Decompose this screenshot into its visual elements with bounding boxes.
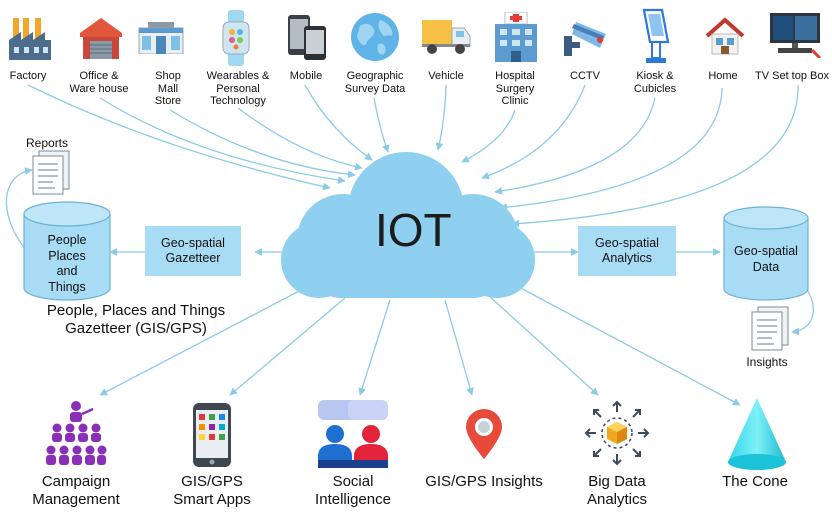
connector-out-cone [514, 284, 741, 406]
mobile-phones-icon [288, 15, 326, 60]
campaign-people-icon [46, 401, 107, 465]
smartwatch-icon [222, 10, 250, 66]
output-label-social: Social Intelligence [315, 473, 391, 508]
connector-out-gisinsights [444, 299, 474, 396]
connector-out-bigdata [487, 294, 599, 396]
cone-icon [728, 398, 786, 470]
source-label-warehouse: Office & Ware house [69, 70, 129, 95]
connector-wearables [237, 107, 363, 171]
connector-kiosk [494, 97, 656, 195]
shopping-mall-icon [138, 22, 184, 54]
geo-spatial-analytics-box: Geo-spatial Analytics [578, 226, 676, 276]
cctv-camera-icon [564, 22, 606, 56]
connector-factory [27, 84, 331, 191]
house-icon [705, 17, 745, 55]
source-label-mall: Shop Mall Store [154, 70, 182, 107]
output-label-big-data: Big Data Analytics [586, 473, 648, 508]
geo-spatial-database-icon [723, 206, 809, 301]
social-chat-people-icon [318, 400, 388, 468]
connector-survey [373, 97, 390, 153]
connector-db-reports [5, 167, 33, 251]
source-label-survey: Geographic Survey Data [344, 70, 406, 95]
globe-icon [351, 13, 399, 61]
analytics-box-label: Geo-spatial Analytics [595, 236, 659, 265]
gazetteer-caption: People, Places and Things Gazetteer (GIS… [46, 302, 226, 337]
connector-tv [511, 84, 799, 228]
output-label-gis-insights: GIS/GPS Insights [425, 473, 543, 490]
connector-hospital [461, 109, 516, 163]
people-places-database-icon [23, 201, 111, 301]
connector-vehicle [435, 84, 447, 151]
connector-out-social [358, 299, 391, 396]
insights-label: Insights [746, 355, 788, 369]
output-label-cone: The Cone [722, 473, 788, 490]
source-label-home: Home [708, 70, 738, 82]
reports-label: Reports [26, 136, 69, 150]
connector-warehouse [99, 97, 346, 184]
map-pin-icon [466, 409, 502, 459]
output-label-smart-apps: GIS/GPS Smart Apps [173, 473, 251, 508]
data-cube-icon [584, 400, 650, 466]
people-places-db-label: People Places and Things [47, 233, 87, 294]
output-label-campaign: Campaign Management [32, 473, 120, 508]
source-label-tv: TV Set top Box [755, 70, 829, 82]
source-label-wearables: Wearables & Personal Technology [206, 70, 270, 107]
source-label-hospital: Hospital Surgery Clinic [495, 70, 535, 107]
connector-out-apps [229, 297, 346, 396]
connector-mobile [304, 84, 373, 161]
factory-icon [9, 18, 51, 60]
connector-out-campaign [99, 287, 306, 396]
warehouse-icon [80, 18, 122, 59]
truck-icon [422, 20, 471, 54]
kiosk-icon [642, 8, 670, 63]
connector-home [499, 87, 723, 212]
geo-spatial-db-label: Geo-spatial Data [734, 244, 798, 274]
hospital-icon [495, 12, 537, 62]
iot-cloud-label: IOT [375, 204, 452, 256]
source-label-vehicle: Vehicle [428, 70, 464, 82]
source-label-kiosk: Kiosk & Cubicles [633, 70, 677, 95]
insights-document-icon [751, 306, 789, 351]
reports-document-icon [32, 150, 70, 195]
smartphone-apps-icon [193, 403, 231, 467]
gazetteer-box-label: Geo-spatial Gazetteer [161, 236, 225, 265]
source-label-factory: Factory [9, 70, 47, 82]
source-label-mobile: Mobile [289, 70, 323, 82]
geo-spatial-gazetteer-box: Geo-spatial Gazetteer [145, 226, 241, 276]
connector-cctv [481, 84, 586, 180]
iot-cloud-icon [281, 152, 535, 298]
tv-set-top-box-icon [770, 13, 822, 58]
connector-mall [169, 109, 356, 179]
source-label-cctv: CCTV [570, 70, 600, 82]
